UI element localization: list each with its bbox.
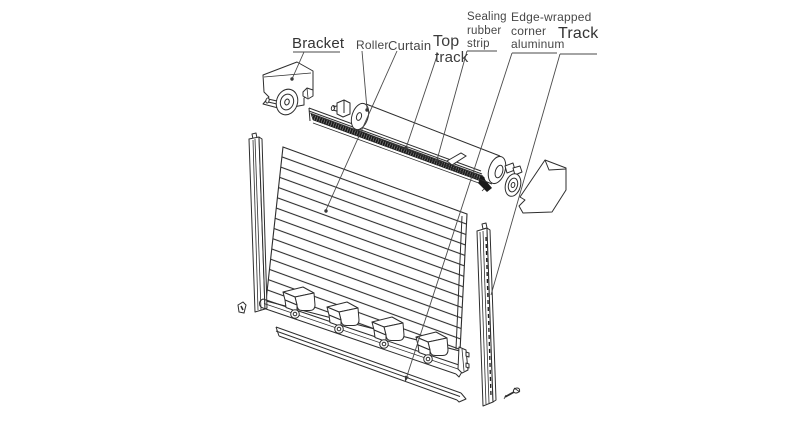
label-sealing-line2: rubber [467, 24, 502, 37]
curtain-part [265, 146, 468, 352]
label-track: Track [558, 25, 599, 42]
left-track-part [248, 132, 268, 313]
label-bracket: Bracket [292, 35, 345, 52]
label-roller: Roller [356, 38, 389, 52]
top-track-part [308, 107, 488, 192]
right-bracket-part [518, 159, 567, 214]
label-sealing-line1: Sealing [467, 11, 507, 23]
label-top-track-line2: track [435, 49, 469, 66]
screw-icon [503, 387, 521, 400]
tension-box [326, 301, 360, 334]
bracket-part [262, 61, 314, 116]
leader-dots [290, 77, 439, 382]
left-track-clip [237, 301, 247, 314]
label-edge-line1: Edge-wrapped [511, 10, 592, 24]
right-track-part [476, 222, 497, 407]
tension-box [371, 316, 405, 349]
tension-box [415, 331, 449, 364]
leader-lines [291, 50, 597, 380]
label-sealing-rubber-strip: Sealing rubber strip [467, 11, 507, 52]
roller-part [330, 99, 523, 197]
leader-arrowhead [404, 375, 409, 382]
label-curtain: Curtain [388, 38, 432, 53]
label-top-track: Top track [433, 33, 469, 66]
corner-aluminum-part [275, 326, 467, 403]
tension-box [282, 286, 316, 319]
label-edge-line2: corner [511, 23, 547, 38]
label-sealing-line3: strip [467, 38, 490, 50]
label-edge-line3: aluminum [511, 37, 565, 51]
label-edge-wrapped-corner-aluminum: Edge-wrapped corner aluminum [511, 10, 592, 52]
label-top-track-line1: Top [433, 33, 460, 50]
curtain-end-cap [457, 346, 470, 374]
